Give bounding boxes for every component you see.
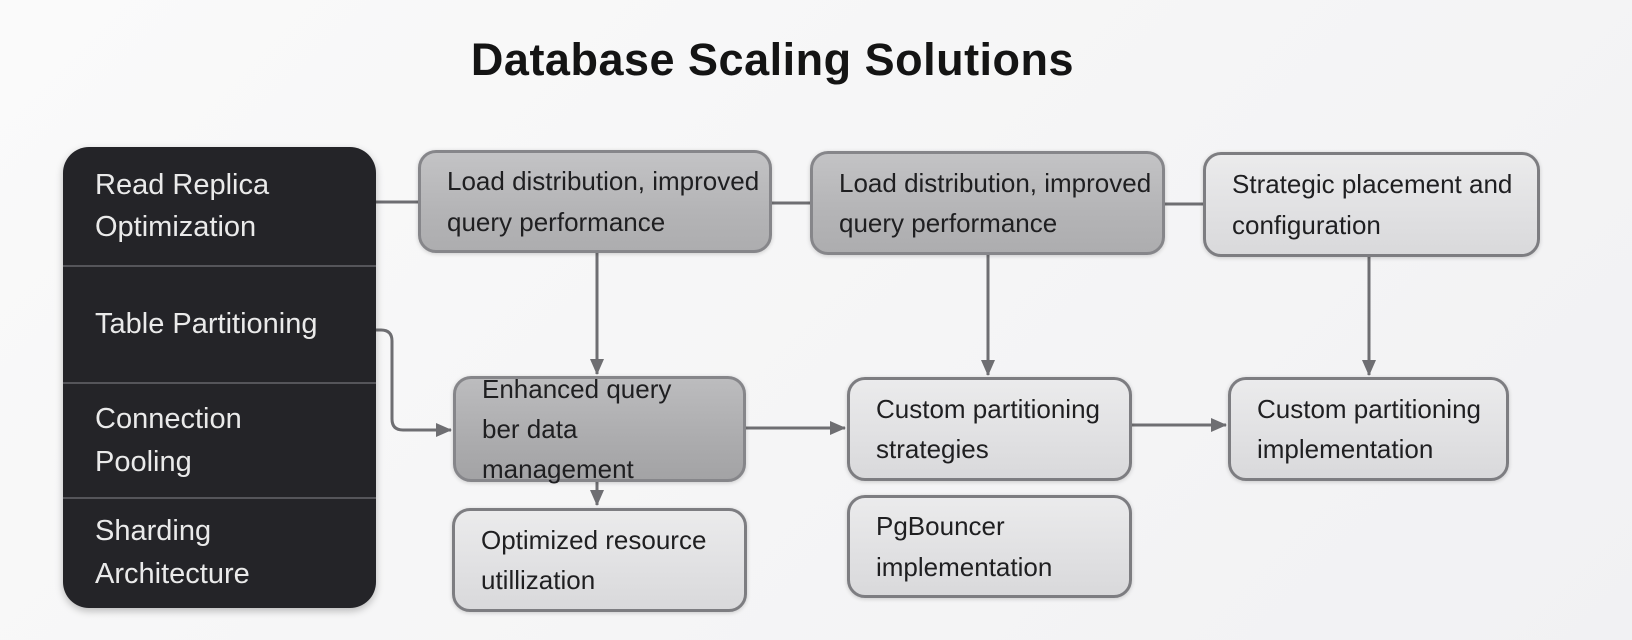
sidebar-item-label: Table Partitioning <box>95 308 318 341</box>
diagram-title: Database Scaling Solutions <box>470 34 1075 85</box>
node-label: Custom partitioning strategies <box>876 393 1100 464</box>
node-label: Custom partitioning implementation <box>1257 393 1481 464</box>
solutions-sidebar: Read Replica Optimization Table Partitio… <box>63 147 376 608</box>
sidebar-item-label: Sharding Architecture <box>95 515 250 590</box>
node-label: Load distribution, improved query perfor… <box>447 166 760 237</box>
node-load-distribution-2: Load distribution, improved query perfor… <box>810 151 1165 255</box>
node-custom-partitioning-implementation: Custom partitioning implementation <box>1228 377 1509 481</box>
node-label: Enhanced query ber data management <box>482 373 672 485</box>
node-label: Optimized resource utillization <box>481 524 707 595</box>
node-optimized-resource-utilization: Optimized resource utillization <box>452 508 747 612</box>
sidebar-item-read-replica-optimization: Read Replica Optimization <box>63 147 376 265</box>
node-pgbouncer-implementation: PgBouncer implementation <box>847 495 1132 598</box>
connector-table-partitioning-to-enhanced <box>376 328 452 437</box>
node-label: Load distribution, improved query perfor… <box>839 167 1152 238</box>
node-strategic-placement: Strategic placement and configuration <box>1203 152 1540 257</box>
node-custom-partitioning-strategies: Custom partitioning strategies <box>847 377 1132 481</box>
sidebar-item-table-partitioning: Table Partitioning <box>63 265 376 382</box>
node-load-distribution-1: Load distribution, improved query perfor… <box>418 150 772 253</box>
node-label: PgBouncer implementation <box>876 511 1053 582</box>
sidebar-item-connection-pooling: Connection Pooling <box>63 382 376 497</box>
sidebar-item-sharding-architecture: Sharding Architecture <box>63 497 376 606</box>
node-enhanced-query: Enhanced query ber data management <box>453 374 746 484</box>
node-label: Strategic placement and configuration <box>1232 169 1513 240</box>
sidebar-item-label: Connection Pooling <box>95 403 242 478</box>
sidebar-item-label: Read Replica Optimization <box>95 168 270 243</box>
